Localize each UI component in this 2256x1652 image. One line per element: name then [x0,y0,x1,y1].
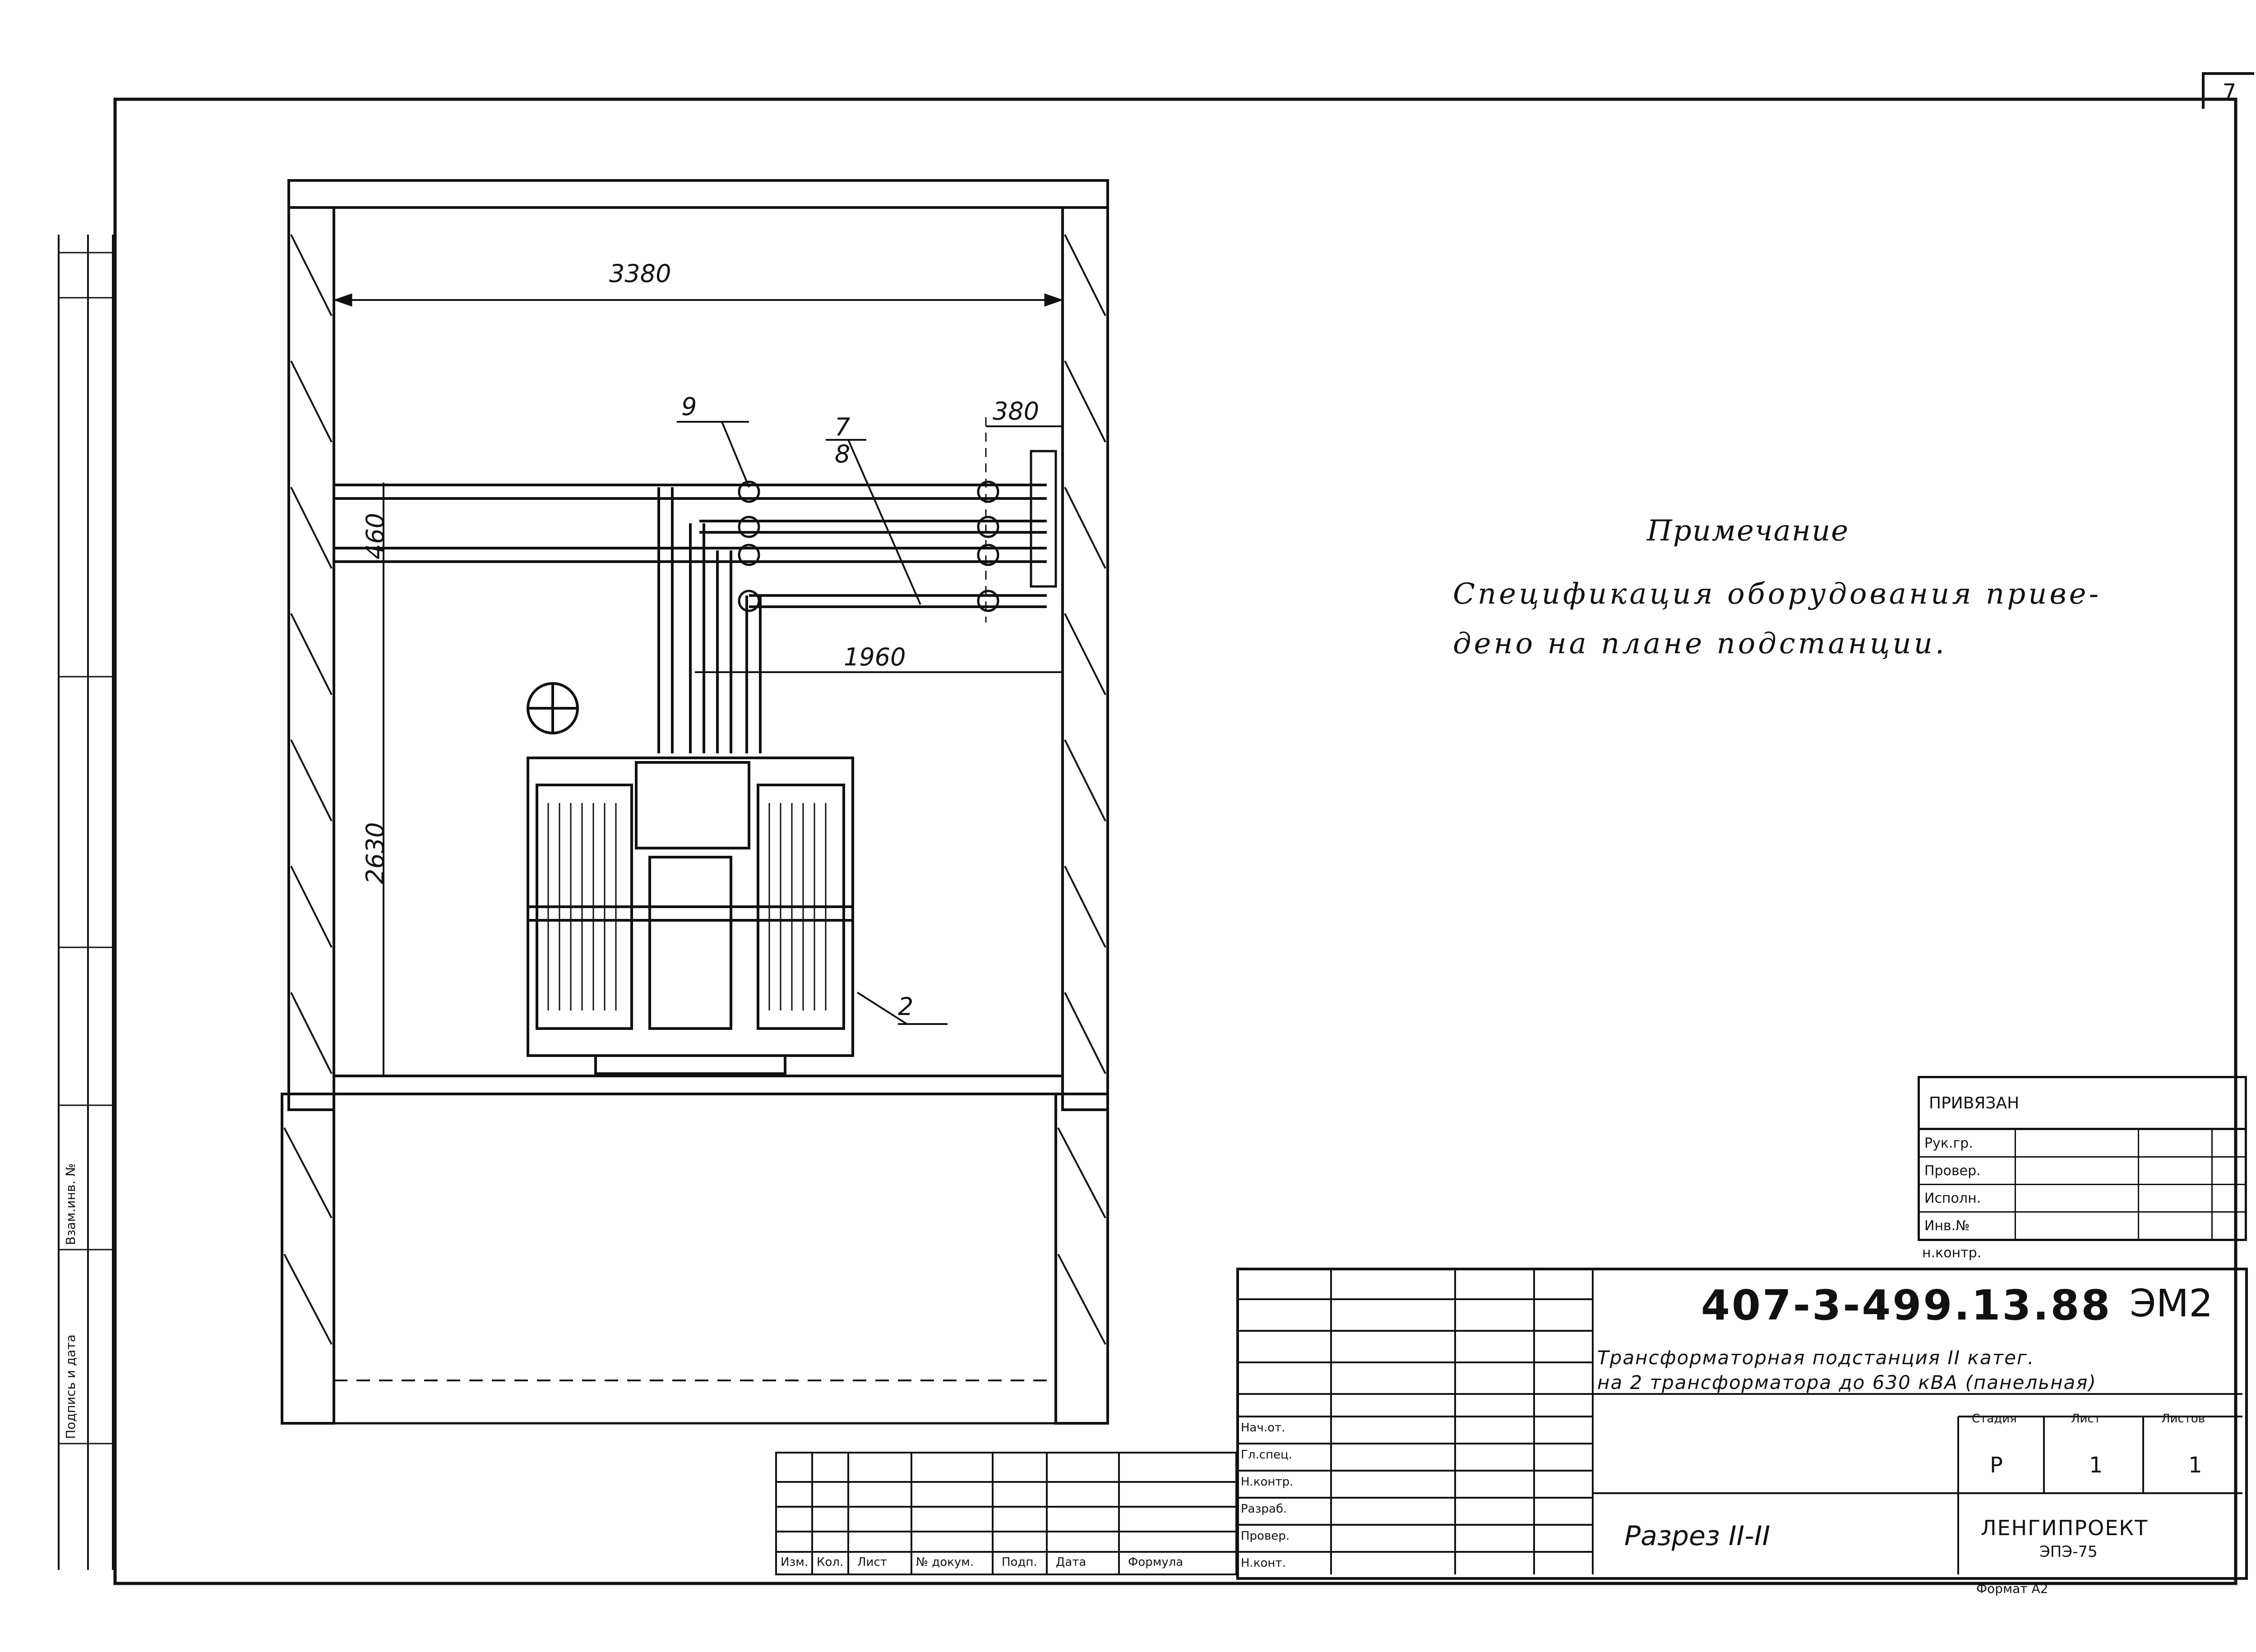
callout-item-7: 7 [835,413,851,441]
note-line-2: дено на плане подстанции. [1453,627,1947,660]
approval-stamp-title: ПРИВЯЗАН [1920,1078,2245,1130]
sheets-value: 1 [2188,1453,2202,1478]
approval-n-kontr: н.контр. [1922,1245,1982,1261]
sheet-code: ЭМ2 [2130,1281,2213,1325]
callout-item-9: 9 [681,392,697,421]
note-line-1: Спецификация оборудования приве- [1453,577,2102,611]
sheet-frame [113,97,2238,1585]
side-label-signature: Подпись и дата [63,1334,78,1439]
document-title-line-1: Трансформаторная подстанция II катег. [1597,1347,2035,1369]
dimension-bus-length: 1960 [844,643,906,671]
transformer [527,682,854,1075]
change-col-label: Формула [1128,1555,1183,1569]
approval-stamp: ПРИВЯЗАН Рук.гр. Провер. Исполн. Инв.№ [1918,1076,2247,1241]
role-label: Н.конт. [1241,1556,1286,1570]
paper-format: Формат А2 [1976,1581,2048,1596]
change-col-label: Кол. [817,1555,844,1569]
dimension-offset-right: 380 [993,397,1040,425]
approval-row: Исполн. [1920,1185,2245,1213]
sheet-value: 1 [2089,1453,2103,1478]
change-col-label: Лист [857,1555,887,1569]
sheet-header: Лист [2071,1412,2101,1426]
change-col-label: Подп. [1002,1555,1037,1569]
role-label: Нач.от. [1241,1421,1285,1435]
organization-code: ЭПЭ-75 [2039,1543,2098,1561]
approval-row: Инв.№ [1920,1213,2245,1239]
approval-row: Провер. [1920,1158,2245,1185]
building-section [281,179,1109,1425]
title-block [1236,1268,2248,1580]
sheets-header: Листов [2161,1412,2205,1426]
organization-name: ЛЕНГИПРОЕКТ [1981,1516,2149,1540]
busbars [334,484,1047,753]
change-col-label: Изм. [781,1555,809,1569]
document-code: 407-3-499.13.88 [1701,1281,2112,1329]
role-label: Провер. [1241,1529,1290,1543]
dimension-width-total: 3380 [609,259,671,288]
section-title: Разрез II-II [1624,1520,1771,1552]
change-col-label: № докум. [916,1555,974,1569]
approval-row: Рук.гр. [1920,1130,2245,1158]
role-label: Н.контр. [1241,1475,1294,1489]
note-title: Примечание [1647,514,1849,548]
change-col-label: Дата [1056,1555,1086,1569]
dimension-height: 2630 [361,822,389,884]
stage-value: Р [1990,1453,2003,1478]
document-title-line-2: на 2 трансформатора до 630 кВА (панельна… [1597,1371,2097,1394]
stage-header: Стадия [1972,1412,2017,1426]
callout-item-2: 2 [898,992,914,1021]
role-label: Гл.спец. [1241,1448,1292,1462]
dimension-bus-spacing: 460 [361,512,389,559]
callout-item-8: 8 [835,440,851,468]
sheet-number: 7 [2202,72,2254,109]
role-label: Разраб. [1241,1502,1287,1516]
side-label-replacement: Взам.инв. № [63,1163,78,1245]
